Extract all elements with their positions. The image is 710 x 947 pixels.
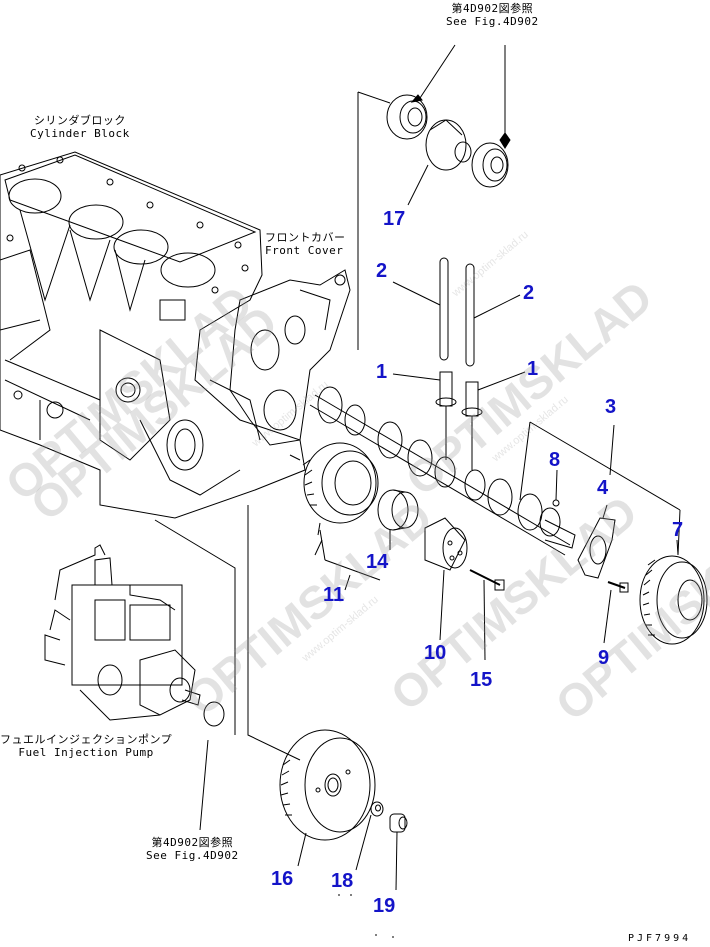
reference-jp: フロントカバー <box>265 231 346 244</box>
fuel-injection-pump-drawing <box>44 544 225 727</box>
callout-10[interactable]: 10 <box>424 642 447 664</box>
reference-en: See Fig.4D902 <box>146 849 239 862</box>
callout-3[interactable]: 3 <box>605 396 617 418</box>
part-4-drawing <box>577 504 616 579</box>
callout-16[interactable]: 16 <box>271 868 294 890</box>
reference-cylinder-block: シリンダブロック Cylinder Block <box>30 114 130 140</box>
reference-jp: シリンダブロック <box>33 114 126 127</box>
part-15-drawing <box>469 569 505 661</box>
callout-11[interactable]: 11 <box>323 584 345 606</box>
reference-en: Cylinder Block <box>30 127 130 140</box>
callout-8[interactable]: 8 <box>549 449 561 471</box>
callout-2b[interactable]: 2 <box>523 282 535 304</box>
reference-front-cover: フロントカバー Front Cover <box>265 231 346 257</box>
callout-1a[interactable]: 1 <box>376 361 388 383</box>
reference-fuel-injection-pump: フュエルインジェクションポンプ Fuel Injection Pump <box>0 733 172 759</box>
part-11-drawing <box>289 442 381 591</box>
cylinder-block-drawing <box>0 151 306 519</box>
reference-en: Fuel Injection Pump <box>18 746 154 759</box>
callout-4[interactable]: 4 <box>597 477 609 499</box>
part-18-drawing <box>370 801 384 817</box>
front-cover-drawing <box>229 269 351 446</box>
reference-jp: 第4D902図参照 <box>451 2 534 15</box>
callout-19[interactable]: 19 <box>373 895 396 917</box>
callout-18[interactable]: 18 <box>331 870 354 892</box>
callout-7[interactable]: 7 <box>672 519 684 541</box>
part-14-drawing <box>377 489 419 550</box>
pump-bracket-line <box>154 519 236 735</box>
part-10-drawing <box>424 517 468 641</box>
callout-15[interactable]: 15 <box>470 669 493 691</box>
callout-2a[interactable]: 2 <box>376 260 388 282</box>
part-7-drawing <box>639 539 708 645</box>
reference-see-fig-bottom: 第4D902図参照 See Fig.4D902 <box>146 836 239 862</box>
push-rods-drawing <box>392 257 521 367</box>
part-19-drawing <box>389 813 406 833</box>
part-3-bracket <box>519 421 681 556</box>
gear16-leader <box>247 505 301 761</box>
drawing-code: PJF7994 <box>628 933 692 944</box>
tappets-drawing <box>392 371 526 470</box>
reference-see-fig-top: 第4D902図参照 See Fig.4D902 <box>446 2 539 28</box>
reference-en: Front Cover <box>265 244 344 257</box>
part-17-drawing <box>357 91 509 350</box>
reference-en: See Fig.4D902 <box>446 15 539 28</box>
callout-1b[interactable]: 1 <box>527 358 539 380</box>
callout-17[interactable]: 17 <box>383 208 406 230</box>
callout-14[interactable]: 14 <box>366 551 389 573</box>
camshaft-drawing <box>309 386 576 556</box>
reference-jp: 第4D902図参照 <box>151 836 234 849</box>
reference-jp: フュエルインジェクションポンプ <box>0 733 173 746</box>
part-16-drawing <box>279 729 376 867</box>
callout-9[interactable]: 9 <box>598 647 610 669</box>
